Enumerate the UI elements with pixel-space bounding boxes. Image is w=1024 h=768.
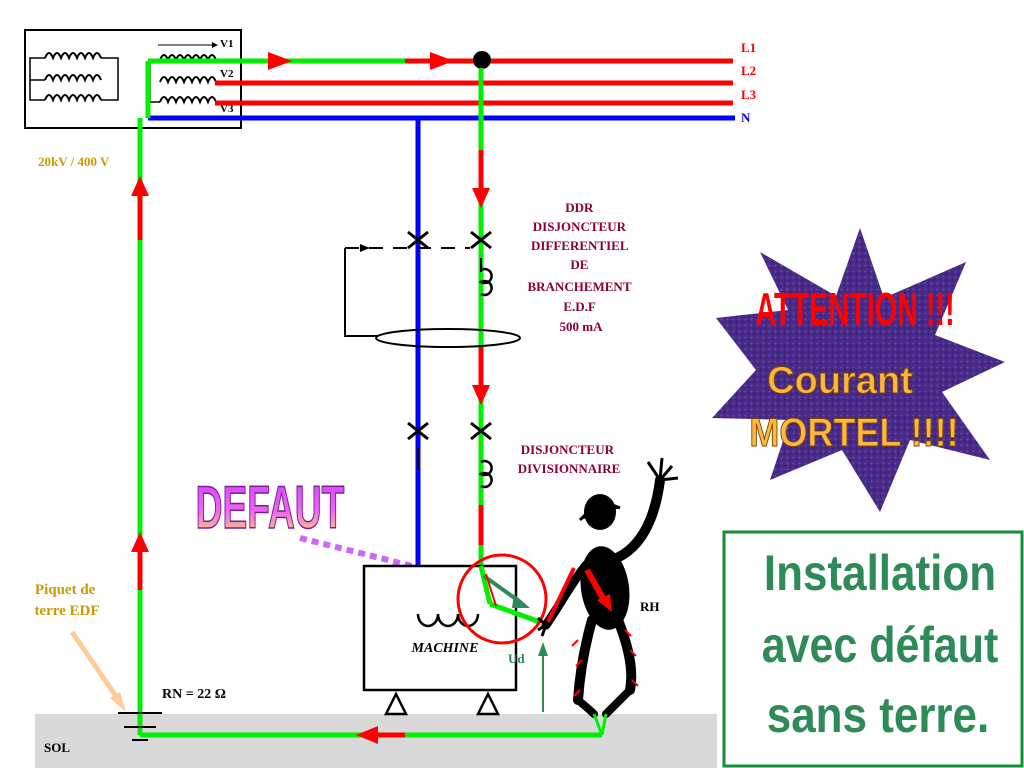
courant-text: Courant [767, 360, 913, 402]
transformer: V1 V2 V3 [24, 29, 242, 129]
caption-line-1: Installation [764, 544, 996, 600]
transformer-rating: 20kV / 400 V [38, 154, 110, 169]
current-arrow [472, 188, 490, 208]
machine-label: MACHINE [411, 641, 479, 656]
ddr-label: DDR DISJONCTEUR DIFFERENTIEL DE BRANCHEM… [527, 200, 634, 334]
attention-text: ATTENTION !!! [755, 284, 954, 336]
defaut-pointer [299, 535, 449, 578]
divisionnaire-label: DISJONCTEUR DIVISIONNAIRE [518, 442, 621, 476]
ddr-breaker [344, 230, 521, 348]
line-label-l2: L2 [741, 63, 756, 78]
earth-electrode-symbol [118, 712, 162, 741]
current-arrow [268, 52, 292, 70]
current-arrow [131, 532, 149, 552]
divisionnaire-breaker [407, 421, 493, 489]
piquet-label: Piquet de terre EDF [34, 582, 99, 619]
current-arrow [131, 176, 149, 196]
machine [362, 564, 518, 716]
line-label-l3: L3 [741, 87, 757, 102]
current-arrow [472, 385, 490, 405]
winding-label-v1: V1 [220, 38, 233, 50]
winding-label-v2: V2 [220, 68, 234, 80]
person-figure [537, 457, 679, 736]
ud-label: Ud [508, 651, 525, 666]
current-arrow [430, 52, 454, 70]
line-label-l1: L1 [741, 40, 756, 55]
winding-label-v3: V3 [220, 103, 234, 115]
current-arrow [356, 726, 378, 744]
fault-circle [456, 553, 548, 645]
rh-label: RH [640, 599, 660, 614]
rn-label: RN = 22 Ω [162, 687, 226, 702]
piquet-pointer [69, 630, 123, 704]
line-label-n: N [741, 110, 751, 125]
sol-label: SOL [44, 740, 70, 755]
junction-dot [473, 51, 491, 69]
caption-line-3: sans terre. [767, 686, 990, 742]
caption-line-2: avec défaut [762, 617, 999, 673]
defaut-title: DEFAUT [196, 474, 345, 541]
warning-star [712, 228, 1005, 512]
mortel-text: MORTEL !!!! [749, 411, 958, 455]
caption-box [722, 530, 1024, 768]
